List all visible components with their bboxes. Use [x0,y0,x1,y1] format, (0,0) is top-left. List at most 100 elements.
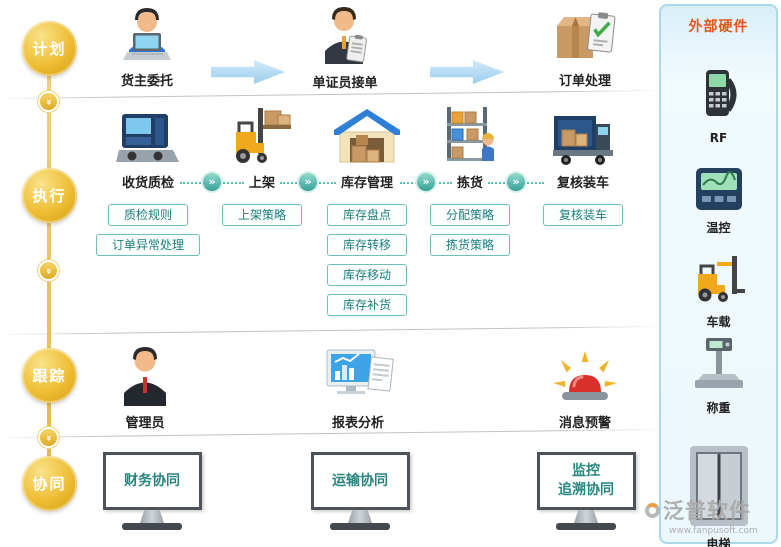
consignor-node: 货主委托 [95,2,199,89]
admin-label: 管理员 [125,416,165,431]
order-node: 订单处理 [533,2,637,89]
hw-item-rf: RF [661,68,776,145]
hw-label-temp: 温控 [706,221,731,235]
quality-rules-button[interactable]: 质检规则 [108,204,189,226]
admin-person-icon [118,340,172,408]
order-label: 订单处理 [558,74,611,89]
chevrons-right-icon: » [299,173,317,191]
loading-label: 复核装车 [556,176,609,191]
admin-node: 管理员 [93,340,197,431]
arrow-right-icon [211,60,285,84]
picking-label: 拣货 [456,176,483,191]
loading-buttons: 复核装车 [542,204,623,226]
hw-label-rf: RF [709,131,728,145]
watermark-url: www.fanpusoft.com [669,526,758,536]
monitor-stand [574,510,598,523]
alert-label: 消息预警 [558,416,611,431]
picking-strategy-button[interactable]: 拣货策略 [429,234,510,256]
hw-item-temp: 温控 [661,166,776,236]
shelving-label: 上架 [248,176,275,191]
onboard-forklift-icon [697,256,745,302]
warehouse-icon [332,100,402,168]
alarm-icon [552,340,618,408]
fanpu-logo-icon [645,502,660,518]
report-node: 报表分析 [306,340,410,431]
inventory-node: 库存管理 库存盘点 库存转移 库存移动 库存补货 [315,100,419,316]
hw-item-scale: 称重 [661,336,776,416]
stage-collaborate-label: 协同 [32,475,67,493]
allocation-strategy-button[interactable]: 分配策略 [429,204,510,226]
monitor-frame: 监控 追溯协同 [536,452,636,510]
alert-node: 消息预警 [533,340,637,431]
shelving-buttons: 上架策略 [221,204,302,226]
monitor-base [122,523,182,530]
hw-label-vehicle: 车载 [706,315,731,329]
hw-label-elevator: 电梯 [706,537,731,547]
consignor-label: 货主委托 [120,74,173,89]
shelving-node: 上架 上架策略 [210,100,314,226]
stage-track-label: 跟踪 [32,367,67,385]
stage-execute-label: 执行 [32,187,67,205]
section-divider [6,90,654,99]
report-label: 报表分析 [331,416,384,431]
monitor-base [556,523,616,530]
picking-node: 拣货 分配策略 拣货策略 [418,100,522,256]
chevron-down-icon: » [40,93,57,110]
hw-label-scale: 称重 [706,401,731,415]
hw-item-elevator: 电梯 [661,444,776,547]
shelving-strategy-button[interactable]: 上架策略 [221,204,302,226]
sidebar-title: 外部硬件 [688,19,749,35]
stock-count-button[interactable]: 库存盘点 [326,204,407,226]
stage-plan: 计划 [22,21,77,76]
chevrons-right-icon: » [507,173,525,191]
rf-scanner-icon [705,70,736,116]
transport-monitor: 运输协同 [305,452,415,530]
monitor-frame: 财务协同 [102,452,202,510]
temperature-controller-icon [695,168,742,210]
finance-collab-label: 财务协同 [124,472,180,489]
external-hardware-panel: 外部硬件 RF [659,4,778,547]
picking-rack-icon [440,100,500,168]
weighing-scale-icon [694,338,743,388]
clerk-label: 单证员接单 [312,76,378,91]
monitor-stand [348,510,372,523]
stage-plan-label: 计划 [32,40,67,58]
order-box-icon [553,2,617,66]
report-monitor-icon [322,340,394,408]
arrow-right-icon [430,60,504,84]
forklift-shelving-icon [229,100,295,168]
docs-clerk-icon [317,0,373,68]
stock-move-button[interactable]: 库存移动 [326,264,407,286]
monitor-base [330,523,390,530]
stage-execute: 执行 [22,168,77,223]
monitor-stand [140,510,164,523]
watermark: 泛普软件 www.fanpusoft.com [645,495,758,536]
section-divider [6,326,654,335]
inventory-buttons: 库存盘点 库存转移 库存移动 库存补货 [326,204,407,316]
transport-collab-label: 运输协同 [332,472,388,489]
monitor-frame: 运输协同 [310,452,410,510]
chevron-down-icon: » [40,262,57,279]
picking-buttons: 分配策略 拣货策略 [429,204,510,256]
receiving-buttons: 质检规则 订单异常处理 [96,204,201,256]
consignor-icon [118,2,176,66]
monitoring-monitor: 监控 追溯协同 [531,452,641,530]
recheck-loading-button[interactable]: 复核装车 [542,204,623,226]
stock-transfer-button[interactable]: 库存转移 [326,234,407,256]
truck-loading-icon [550,100,616,168]
order-exception-button[interactable]: 订单异常处理 [96,234,201,256]
inventory-label: 库存管理 [340,176,393,191]
chevron-down-icon: » [40,429,57,446]
stock-replenish-button[interactable]: 库存补货 [326,294,407,316]
receiving-label: 收货质检 [121,176,174,191]
finance-monitor: 财务协同 [97,452,207,530]
watermark-brand: 泛普软件 [663,499,751,523]
receiving-node: 收货质检 质检规则 订单异常处理 [96,100,201,256]
chevrons-right-icon: » [203,173,221,191]
chevrons-right-icon: » [417,173,435,191]
stage-collaborate: 协同 [22,456,77,511]
elevator-icon [689,446,748,526]
hw-item-vehicle: 车载 [661,252,776,330]
loading-node: 复核装车 复核装车 [531,100,635,226]
